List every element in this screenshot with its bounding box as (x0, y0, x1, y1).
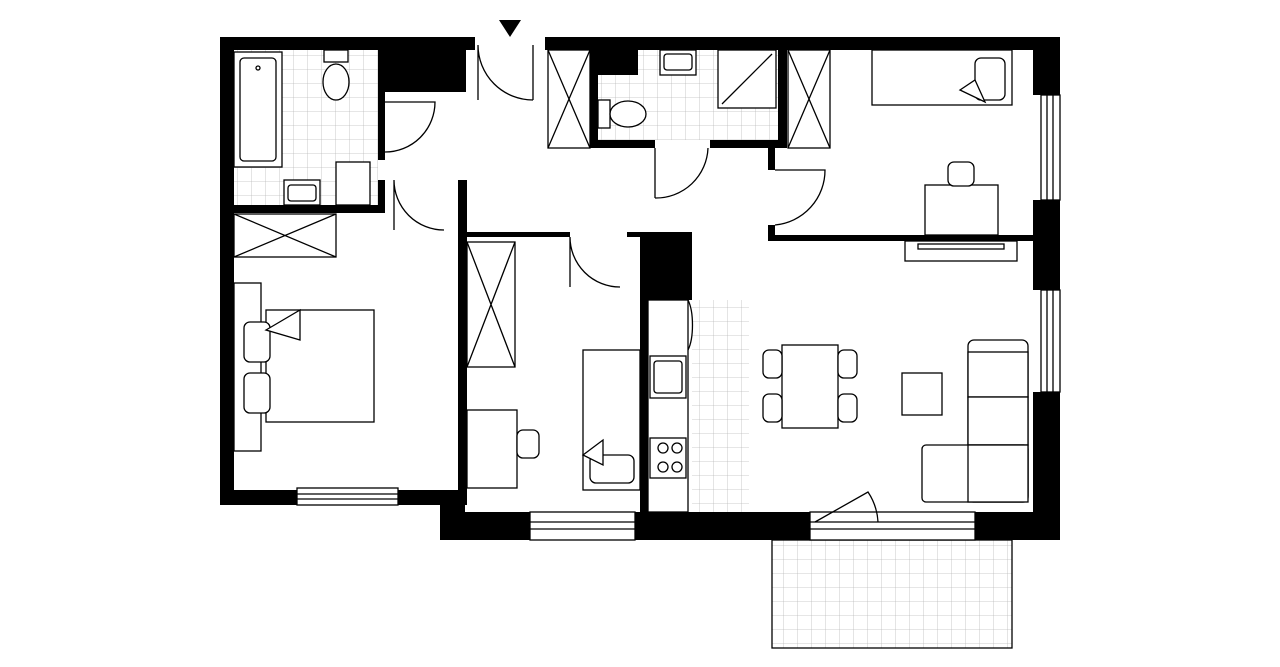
doors (384, 44, 879, 523)
dining-table (781, 344, 839, 429)
triangle-down-icon (499, 20, 521, 37)
washer (335, 161, 371, 206)
bathtub (233, 51, 283, 168)
windows (296, 94, 1061, 541)
balcony (771, 539, 1013, 649)
bathroom-fixtures (233, 49, 831, 368)
walls (220, 37, 1060, 540)
bedroom-2-furniture (466, 349, 641, 491)
living-room-furniture (762, 339, 1029, 503)
bedroom-3-furniture (871, 49, 1018, 262)
toilet (323, 49, 349, 63)
kitchen (647, 299, 694, 513)
entrance-marker (499, 20, 521, 37)
coffee-table (901, 372, 943, 416)
bedroom-1-furniture (233, 282, 375, 452)
desk (924, 184, 999, 236)
